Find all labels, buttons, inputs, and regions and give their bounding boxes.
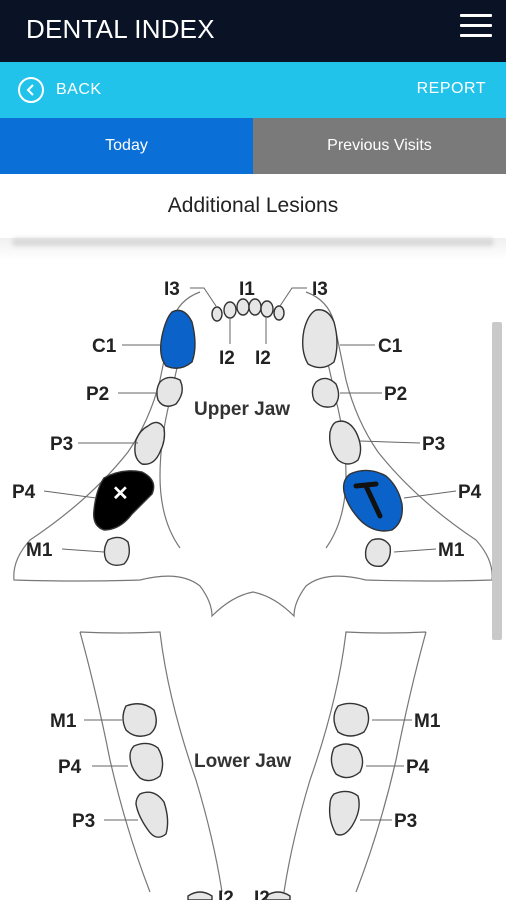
missing-x-icon: ✕	[112, 483, 129, 505]
tooth-upper-right-p2[interactable]	[311, 377, 340, 408]
label-upper-left-i2: I2	[219, 348, 235, 369]
tooth-upper-left-i2[interactable]	[223, 301, 237, 319]
tooth-upper-right-i3[interactable]	[273, 305, 285, 321]
tooth-upper-right-c1[interactable]	[301, 309, 338, 369]
label-upper-right-p2: P2	[384, 384, 407, 405]
lower-jaw-labels: M1 M1 P4 P4 P3 P3 I2 I2 Lower Jaw	[50, 711, 441, 900]
tooth-lower-right-i2[interactable]	[265, 891, 291, 900]
upper-jaw-outline	[13, 291, 493, 618]
app-header: DENTAL INDEX	[0, 0, 506, 62]
nav-bar: BACK REPORT	[0, 62, 506, 118]
label-upper-right-p3: P3	[422, 434, 445, 455]
label-lower-right-i2: I2	[254, 888, 270, 900]
tooth-upper-left-m1[interactable]	[103, 536, 131, 567]
tooth-upper-left-p4[interactable]	[93, 470, 155, 531]
visit-tabs: Today Previous Visits	[0, 118, 506, 174]
label-upper-i1: I1	[239, 279, 255, 300]
tooth-upper-left-i1a[interactable]	[236, 298, 250, 316]
back-label: BACK	[56, 81, 102, 98]
label-upper-right-m1: M1	[438, 540, 465, 561]
fracture-icon	[353, 481, 383, 519]
tooth-upper-left-c1[interactable]	[159, 309, 196, 369]
tooth-upper-right-m1[interactable]	[364, 538, 392, 568]
tooth-lower-left-i2[interactable]	[187, 891, 213, 900]
tooth-upper-left-p2[interactable]	[156, 376, 183, 407]
tooth-lower-right-p4[interactable]	[330, 743, 364, 779]
tab-previous-visits[interactable]: Previous Visits	[253, 118, 506, 174]
label-lower-right-m1: M1	[414, 711, 441, 732]
scrollbar[interactable]	[492, 322, 502, 640]
label-upper-right-p4: P4	[458, 482, 482, 503]
tooth-lower-left-p3[interactable]	[135, 791, 169, 838]
tooth-upper-left-p3[interactable]	[134, 421, 166, 465]
dental-chart: ✕ I3 I1 I3 I2 I2 C1 C1 P2 P2 P3 P3 P4	[12, 279, 493, 900]
label-lower-right-p3: P3	[394, 811, 417, 832]
label-upper-left-i3: I3	[164, 279, 180, 300]
hamburger-menu-icon[interactable]	[460, 14, 492, 40]
label-upper-right-i2: I2	[255, 348, 271, 369]
label-upper-left-p3: P3	[50, 434, 73, 455]
section-title: Additional Lesions	[0, 174, 506, 238]
lower-jaw-leader-lines	[84, 719, 412, 821]
tooth-upper-right-i2[interactable]	[260, 300, 274, 318]
label-upper-left-m1: M1	[26, 540, 53, 561]
tooth-upper-right-p3[interactable]	[328, 420, 362, 465]
upper-incisors	[211, 298, 285, 322]
label-upper-right-i3: I3	[312, 279, 328, 300]
chevron-left-circle-icon	[18, 77, 44, 103]
upper-jaw-labels: I3 I1 I3 I2 I2 C1 C1 P2 P2 P3 P3 P4 P4 M…	[12, 279, 482, 561]
tooth-upper-left-i3[interactable]	[211, 306, 223, 322]
label-lower-left-m1: M1	[50, 711, 77, 732]
label-upper-left-c1: C1	[92, 336, 117, 357]
label-upper-left-p4: P4	[12, 482, 36, 503]
label-lower-left-p4: P4	[58, 757, 82, 778]
tooth-lower-right-p3[interactable]	[328, 790, 360, 836]
upper-jaw-title: Upper Jaw	[194, 399, 290, 420]
lower-jaw-title: Lower Jaw	[194, 751, 291, 772]
tab-today[interactable]: Today	[0, 118, 253, 174]
label-lower-left-i2: I2	[218, 888, 234, 900]
upper-jaw-leader-lines	[43, 287, 457, 553]
tooth-lower-right-m1[interactable]	[333, 702, 370, 737]
label-lower-left-p3: P3	[72, 811, 95, 832]
label-upper-right-c1: C1	[378, 336, 403, 357]
tooth-upper-left-i1b[interactable]	[248, 298, 262, 316]
report-button[interactable]: REPORT	[416, 80, 486, 97]
back-button[interactable]: BACK	[18, 75, 102, 105]
app-title: DENTAL INDEX	[26, 14, 215, 44]
label-upper-left-p2: P2	[86, 384, 109, 405]
lower-jaw-outline	[79, 631, 427, 893]
label-lower-right-p4: P4	[406, 757, 430, 778]
tooth-lower-left-m1[interactable]	[122, 703, 157, 737]
divider-shadow	[12, 238, 494, 246]
tooth-lower-left-p4[interactable]	[129, 742, 164, 782]
